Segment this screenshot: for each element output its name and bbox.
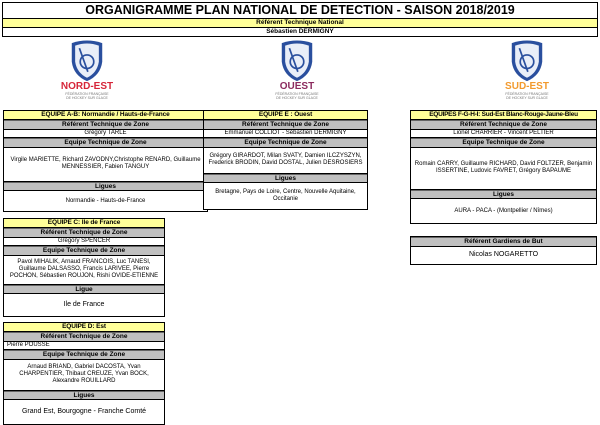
logo-sub: FÉDÉRATION FRANÇAISE <box>65 92 109 96</box>
team-title: EQUIPE A-B: Normandie / Hauts-de-France <box>4 111 207 120</box>
leagues: Normandie - Hauts-de-France <box>65 197 146 204</box>
team-c-box: EQUIPE C: Ile de France Référent Techniq… <box>3 218 165 318</box>
section-label: Référent Gardiens de But <box>411 237 596 247</box>
referent-name: Grégory TARLE <box>4 130 207 138</box>
logo-nord-est: NORD-EST FÉDÉRATION FRANÇAISE DE HOCKEY … <box>47 38 127 100</box>
team-members: Grégory GIRARDOT, Milan SVATY, Damien IL… <box>204 148 367 174</box>
leagues: Ile de France <box>63 301 105 309</box>
logo-name: NORD-EST <box>60 81 114 92</box>
section-label: Equipe Technique de Zone <box>4 137 207 148</box>
shield-icon <box>71 40 103 82</box>
section-label: Ligues <box>4 390 164 401</box>
logo-name: SUD-EST <box>505 81 549 92</box>
logo-sud-est: SUD-EST FÉDÉRATION FRANÇAISE DE HOCKEY S… <box>487 38 567 100</box>
referent-name: Emmanuel COLLIOT - Sébastien DERMIGNY <box>204 130 367 138</box>
header-box: ORGANIGRAMME PLAN NATIONAL DE DETECTION … <box>2 2 598 37</box>
team-e-box: EQUIPE E : Ouest Référent Technique de Z… <box>203 110 368 211</box>
goalie-referent-name: Nicolas NOGARETTO <box>468 251 539 259</box>
team-members: Pavol MIHALIK, Arnaud FRANCOIS, Luc TANE… <box>4 256 164 285</box>
shield-icon <box>281 40 313 82</box>
referent-name: Lionel CHARRIER - Vincent PELTIER <box>411 130 596 138</box>
leagues: AURA - PACA - (Montpellier / Nîmes) <box>454 207 553 214</box>
logo-sub: FÉDÉRATION FRANÇAISE <box>275 92 319 96</box>
team-d-box: EQUIPE D: Est Référent Technique de Zone… <box>3 322 165 425</box>
goalie-referent-box: Référent Gardiens de But Nicolas NOGARET… <box>410 236 597 265</box>
section-label: Equipe Technique de Zone <box>4 349 164 360</box>
page-title: ORGANIGRAMME PLAN NATIONAL DE DETECTION … <box>3 3 597 19</box>
logo-name: OUEST <box>279 81 315 92</box>
logo-sub: FÉDÉRATION FRANÇAISE <box>505 92 549 96</box>
team-title: EQUIPE D: Est <box>4 323 164 332</box>
section-label: Référent Technique de Zone <box>204 119 367 130</box>
leagues: Grand Est, Bourgogne - Franche Comté <box>21 408 147 416</box>
section-label: Equipe Technique de Zone <box>411 137 596 148</box>
section-label: Référent Technique de Zone <box>4 119 207 130</box>
national-referent-label: Référent Technique National <box>3 19 597 28</box>
team-title: EQUIPES F-G-H-I: Sud-Est Blanc-Rouge-Jau… <box>411 111 596 120</box>
logo-ouest: OUEST FÉDÉRATION FRANÇAISE DE HOCKEY SUR… <box>257 38 337 100</box>
referent-name: Pierre POUSSE <box>4 342 164 350</box>
shield-icon <box>511 40 543 82</box>
section-label: Ligues <box>411 189 596 200</box>
referent-name: Grégory SPENCER <box>4 238 164 246</box>
section-label: Ligue <box>4 284 164 295</box>
logo-sub: DE HOCKEY SUR GLACE <box>506 96 548 100</box>
section-label: Ligues <box>4 181 207 192</box>
team-ab-box: EQUIPE A-B: Normandie / Hauts-de-France … <box>3 110 208 213</box>
section-label: Equipe Technique de Zone <box>4 245 164 256</box>
logo-sub: DE HOCKEY SUR GLACE <box>66 96 108 100</box>
team-title: EQUIPE E : Ouest <box>204 111 367 120</box>
logo-sub: DE HOCKEY SUR GLACE <box>276 96 318 100</box>
team-members: Virgile MARIETTE, Richard ZAVODNY,Christ… <box>4 148 207 182</box>
section-label: Référent Technique de Zone <box>4 227 164 238</box>
national-referent-name: Sébastien DERMIGNY <box>266 28 334 35</box>
section-label: Référent Technique de Zone <box>411 119 596 130</box>
section-label: Ligues <box>204 173 367 184</box>
section-label: Référent Technique de Zone <box>4 331 164 342</box>
team-members: Romain CARRY, Guillaume RICHARD, David F… <box>411 148 596 190</box>
team-title: EQUIPE C: Ile de France <box>4 219 164 228</box>
team-members: Arnaud BRIAND, Gabriel DACOSTA, Yvan CHA… <box>4 360 164 391</box>
leagues: Bretagne, Pays de Loire, Centre, Nouvell… <box>215 189 356 203</box>
team-fghi-box: EQUIPES F-G-H-I: Sud-Est Blanc-Rouge-Jau… <box>410 110 597 225</box>
section-label: Equipe Technique de Zone <box>204 137 367 148</box>
